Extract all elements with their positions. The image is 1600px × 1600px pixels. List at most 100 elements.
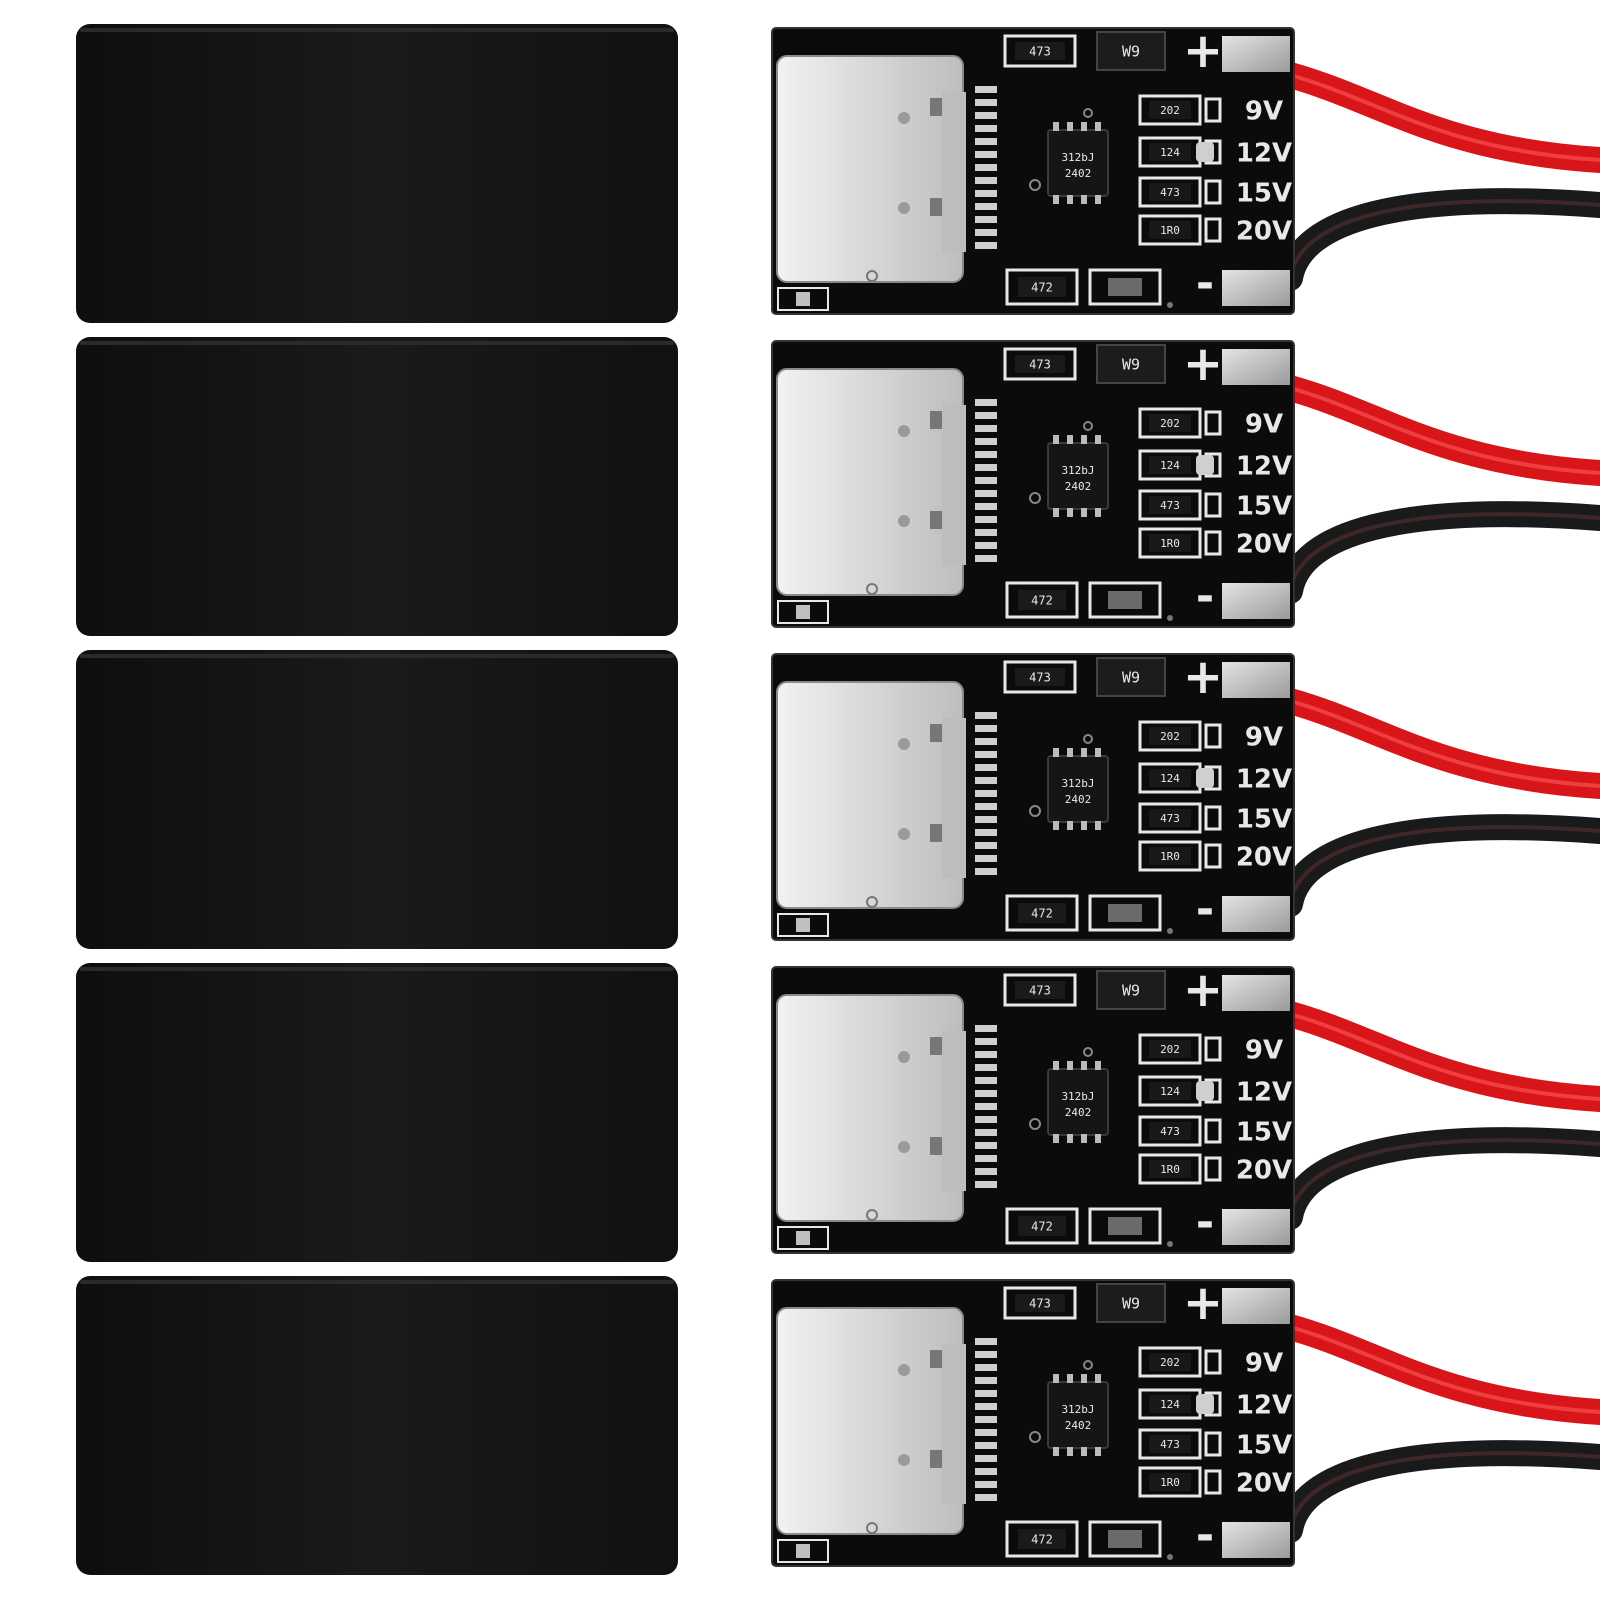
led-outline xyxy=(777,913,829,937)
jumper-label: 1R0 xyxy=(1160,1476,1180,1489)
resistor-outline xyxy=(1005,1207,1079,1245)
usb-c-connector xyxy=(777,1308,963,1534)
jumper-label: 124 xyxy=(1160,146,1180,159)
jumper-outline xyxy=(1138,1346,1202,1378)
chip-leg xyxy=(1053,1447,1059,1456)
diode-label: W9 xyxy=(1122,43,1140,61)
polarity-minus: - xyxy=(1196,884,1214,935)
chip-leg xyxy=(1053,122,1059,131)
voltage-label-20V: 20V xyxy=(1236,1469,1292,1499)
usb-c-hole xyxy=(898,515,910,527)
jumper-label: 1R0 xyxy=(1160,1163,1180,1176)
capacitor-outline xyxy=(1088,1520,1162,1558)
via xyxy=(866,583,878,595)
resistor-body xyxy=(1015,981,1065,999)
black-wire-highlight xyxy=(1288,1138,1600,1218)
chip-leg xyxy=(1081,195,1087,204)
jumper-label: 124 xyxy=(1160,772,1180,785)
chip-leg xyxy=(1053,195,1059,204)
case-2 xyxy=(76,337,678,636)
case-body xyxy=(76,963,678,1262)
jumper-label: 124 xyxy=(1160,459,1180,472)
chip-marking: 2402 xyxy=(1065,480,1092,493)
chip-leg xyxy=(1053,435,1059,444)
pin-pad xyxy=(975,151,997,158)
jumper-resistor xyxy=(1149,847,1191,865)
usb-c-connector xyxy=(777,56,963,282)
voltage-label-20V: 20V xyxy=(1236,217,1292,247)
resistor-outline xyxy=(1003,973,1077,1007)
chip-leg xyxy=(1081,1374,1087,1383)
chip-marking: 2402 xyxy=(1065,167,1092,180)
jumper-label: 473 xyxy=(1160,1125,1180,1138)
solder-pad-negative xyxy=(1222,896,1290,932)
resistor-body xyxy=(1018,1529,1066,1549)
jumper-outline xyxy=(1138,1428,1202,1460)
pin-pad xyxy=(975,1351,997,1358)
voltage-label-12V: 12V xyxy=(1236,765,1292,795)
jumper-pad xyxy=(1204,179,1222,205)
pin-pad xyxy=(975,1051,997,1058)
solder-pad-negative xyxy=(1222,270,1290,306)
jumper-outline xyxy=(1138,1153,1202,1185)
case-body xyxy=(76,337,678,636)
jumper-label: 473 xyxy=(1160,499,1180,512)
jumper-pad xyxy=(1204,97,1222,123)
via xyxy=(1167,928,1173,934)
jumper-resistor xyxy=(1149,1473,1191,1491)
chip-leg xyxy=(1081,122,1087,131)
pin-pad xyxy=(975,190,997,197)
jumper-resistor xyxy=(1149,1353,1191,1371)
led xyxy=(796,918,810,932)
chip-leg xyxy=(1081,748,1087,757)
jumper-outline xyxy=(1138,1466,1202,1498)
jumper-pad xyxy=(1204,1349,1222,1375)
red-wire xyxy=(1277,375,1600,486)
pin-pad xyxy=(975,542,997,549)
jumper-pad xyxy=(1204,805,1222,831)
black-wire xyxy=(1277,814,1600,917)
usb-c-hole xyxy=(898,1141,910,1153)
usb-c-hole xyxy=(898,1051,910,1063)
chip-leg xyxy=(1095,1447,1101,1456)
chip-marking: 312bJ xyxy=(1061,464,1094,477)
jumper-pad xyxy=(1204,530,1222,556)
solder-pad-positive xyxy=(1222,975,1290,1011)
via xyxy=(1167,302,1173,308)
polarity-plus: + xyxy=(1183,962,1223,1018)
chip-leg xyxy=(1095,122,1101,131)
chip-leg xyxy=(1081,1447,1087,1456)
case-5 xyxy=(76,1276,678,1575)
via xyxy=(1167,615,1173,621)
voltage-label-12V: 12V xyxy=(1236,452,1292,482)
pin-pad xyxy=(975,1416,997,1423)
usb-c-shell-edge xyxy=(942,718,966,878)
jumper-resistor xyxy=(1149,1395,1191,1413)
chip-leg xyxy=(1095,1134,1101,1143)
jumper-label: 473 xyxy=(1160,812,1180,825)
via xyxy=(866,270,878,282)
chip-marking: 2402 xyxy=(1065,793,1092,806)
jumper-pad xyxy=(1204,723,1222,749)
jumper-pad xyxy=(1204,492,1222,518)
usb-c-hole xyxy=(898,738,910,750)
resistor-body xyxy=(1015,42,1065,60)
solder-pad-positive xyxy=(1222,349,1290,385)
diode-label: W9 xyxy=(1122,1295,1140,1313)
resistor-label: 472 xyxy=(1031,907,1053,921)
pin-pad xyxy=(975,490,997,497)
jumper-outline xyxy=(1138,176,1202,208)
resistor-body xyxy=(1018,590,1066,610)
pin-pad xyxy=(975,1064,997,1071)
black-wire-highlight xyxy=(1288,512,1600,592)
chip-leg xyxy=(1053,821,1059,830)
chip-leg xyxy=(1095,195,1101,204)
led-outline xyxy=(777,1539,829,1563)
red-wire-highlight xyxy=(1289,73,1600,162)
usb-c-shell-edge xyxy=(942,92,966,252)
chip-leg xyxy=(1081,1134,1087,1143)
